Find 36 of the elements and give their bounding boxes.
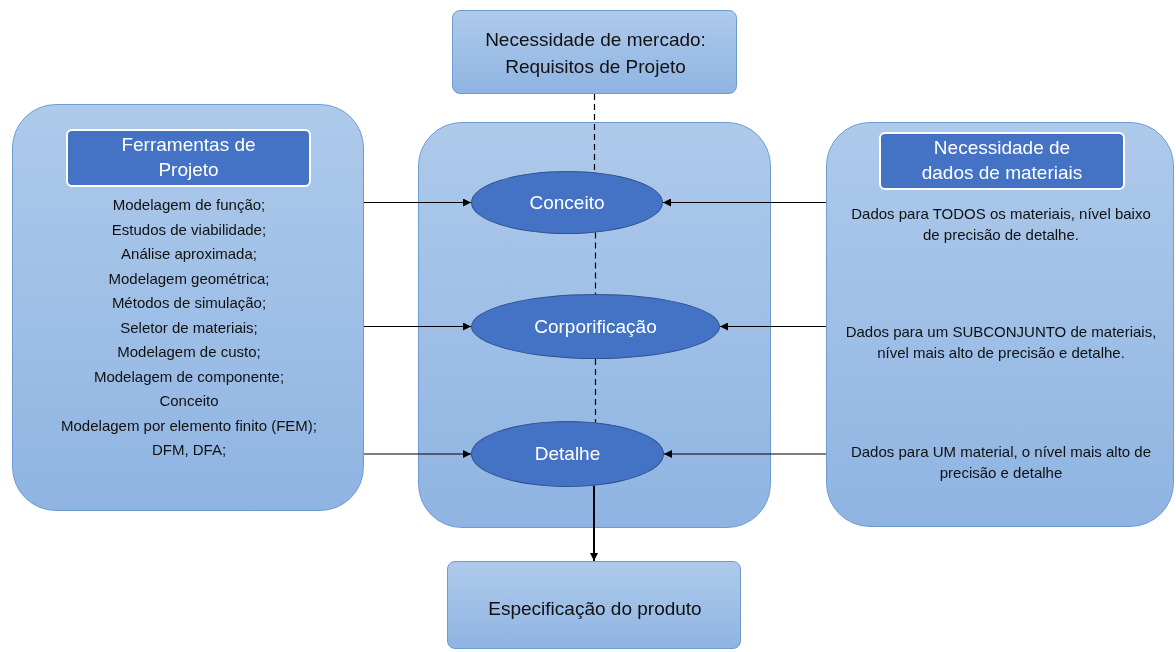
materials-data-panel: [826, 122, 1174, 527]
box-label: Necessidade de mercado: Requisitos de Projeto: [484, 28, 707, 79]
data-description: Dados para UM material, o nível mais alto de precisão e detalhe: [849, 442, 1153, 483]
arrow: [363, 322, 472, 331]
stage-ellipse: Detalhe: [471, 421, 664, 487]
data-description: Dados para um SUBCONJUNTO de materiais, nível mais alto de precisão e detalhe.: [844, 322, 1158, 363]
tool-list-item: Seletor de materiais;: [119, 317, 259, 338]
tool-list-item: Modelagem de custo;: [116, 342, 262, 362]
panel-heading: Ferramentas de Projeto: [66, 129, 311, 187]
dashed-connector: [594, 232, 597, 295]
tool-list-item: Métodos de simulação;: [110, 293, 268, 313]
tool-list-item: Estudos de viabilidade;: [110, 219, 268, 240]
arrow: [663, 450, 827, 458]
tool-list-item: Modelagem de componente;: [92, 366, 286, 387]
arrow: [363, 198, 472, 207]
arrow: [363, 450, 472, 458]
data-description: Dados para TODOS os materiais, nível baixo de precisão de detalhe.: [850, 204, 1152, 245]
dashed-connector: [593, 93, 596, 173]
specification-box: [447, 561, 741, 649]
arrow: [662, 198, 827, 207]
panel-heading: Necessidade de dados de materiais: [879, 132, 1125, 190]
stage-ellipse: Conceito: [471, 171, 663, 234]
arrow: [590, 484, 598, 562]
tool-list-item: Modelagem geométrica;: [107, 268, 271, 289]
requirement-box: [452, 10, 737, 94]
tool-list-item: Análise aproximada;: [120, 244, 258, 264]
tool-list-item: Modelagem de função;: [111, 195, 267, 215]
tool-list-item: DFM, DFA;: [150, 440, 228, 460]
tools-panel: [12, 104, 364, 511]
box-label: Especificação do produto: [487, 597, 703, 621]
tool-list-item: Modelagem por elemento finito (FEM);: [60, 415, 318, 436]
dashed-connector: [594, 358, 597, 424]
stage-ellipse: Corporificação: [471, 294, 720, 359]
stage-panel: [418, 122, 771, 528]
arrow: [719, 322, 827, 331]
tool-list-item: Conceito: [158, 391, 220, 411]
